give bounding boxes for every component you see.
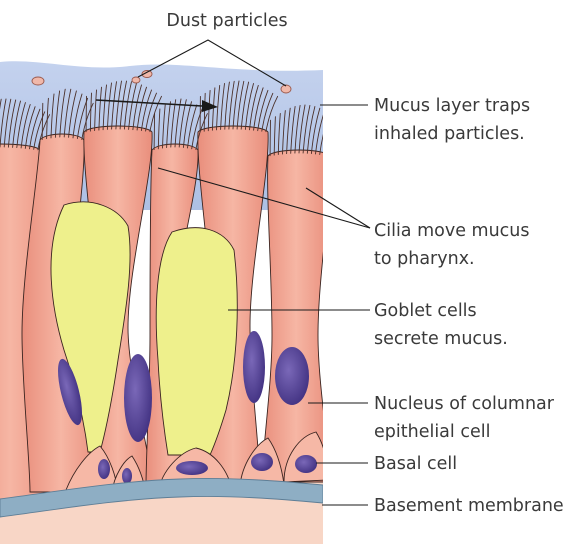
nucleus [176, 461, 208, 475]
label-nucleus-line1: Nucleus of columnar [374, 394, 555, 414]
dust-particle [132, 77, 140, 83]
dust-particle [32, 77, 44, 85]
label-cilia-line2: to pharynx. [374, 249, 475, 269]
label-basal-cell: Basal cell [374, 454, 457, 474]
label-mucus-layer-line1: Mucus layer traps [374, 96, 530, 116]
nucleus [251, 453, 273, 471]
label-cilia-line1: Cilia move mucus [374, 221, 530, 241]
cilium [324, 117, 335, 155]
nucleus [124, 354, 152, 442]
label-nucleus-line2: epithelial cell [374, 422, 490, 442]
label-dust-particles: Dust particles [166, 11, 287, 31]
nucleus [98, 459, 110, 479]
label-goblet-cells-line1: Goblet cells [374, 301, 477, 321]
label-goblet-cells-line2: secrete mucus. [374, 329, 508, 349]
cilium [154, 114, 155, 150]
dust-particle [281, 85, 291, 93]
tissue-illustration [0, 61, 340, 544]
nucleus [275, 347, 309, 405]
label-basement-membrane: Basement membrane [374, 496, 564, 516]
nucleus [243, 331, 265, 403]
nucleus [295, 455, 317, 473]
nucleus [122, 468, 132, 484]
cilium [328, 120, 340, 156]
label-mucus-layer-line2: inhaled particles. [374, 124, 525, 144]
